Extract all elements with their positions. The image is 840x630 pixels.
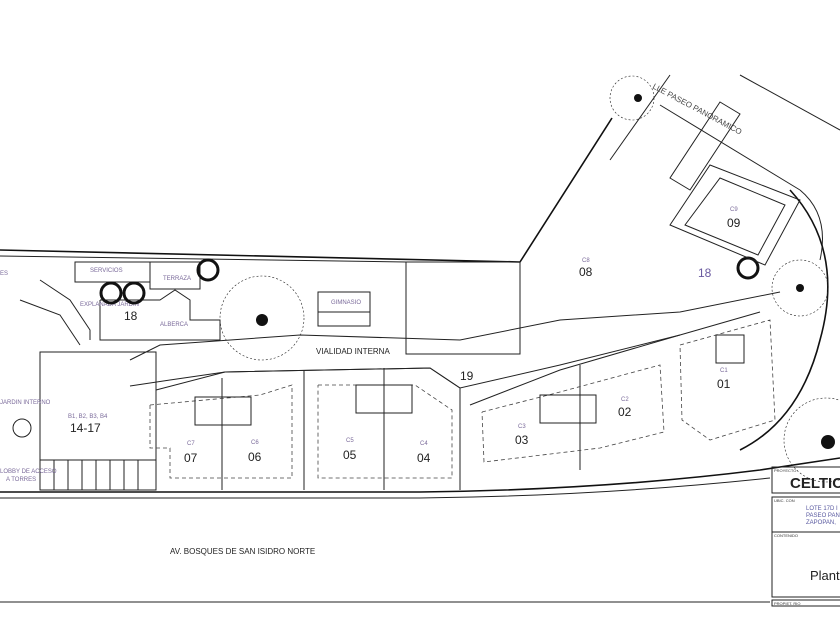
alberca-label: ALBERCA <box>160 322 188 328</box>
lot-number: 03 <box>515 433 529 447</box>
location-label: UBIC. CON <box>774 498 795 503</box>
lot-labels: C7 07 C6 06 C5 05 C4 04 C3 03 C2 02 C1 0… <box>184 207 741 465</box>
lot-code: C5 <box>346 438 354 444</box>
area-number-14-17: 14-17 <box>70 421 101 435</box>
lot-code: C9 <box>730 207 738 213</box>
address-line-1: LOTE 17D I <box>806 506 838 512</box>
project-name: CELTICA <box>790 475 840 492</box>
lot-number: 08 <box>579 265 593 279</box>
content-value: Plant <box>810 568 840 583</box>
internal-road-label: VIALIDAD INTERNA <box>316 347 390 356</box>
tree-icons <box>99 75 840 483</box>
internal-road: VIALIDAD INTERNA 19 <box>129 291 781 389</box>
area-number-19: 19 <box>460 369 474 383</box>
lot-code: C4 <box>420 441 428 447</box>
es-label: ES <box>0 271 8 277</box>
avenue-road: AV. BOSQUES DE SAN ISIDRO NORTE <box>0 457 840 603</box>
b-units-label: B1, B2, B3, B4 <box>68 414 108 420</box>
lot-code: C3 <box>518 424 526 430</box>
lot-code: C1 <box>720 368 728 374</box>
owner-label: PROPIET. RIO <box>774 601 800 606</box>
servicios-label: SERVICIOS <box>90 268 123 274</box>
address-line-3: ZAPOPAN, <box>806 520 836 526</box>
area-number-18b: 18 <box>698 266 712 280</box>
gimnasio-label: GIMNASIO <box>331 300 361 306</box>
avenue-label: AV. BOSQUES DE SAN ISIDRO NORTE <box>170 547 315 556</box>
jardin-interno-label: JARDIN INTERNO <box>0 400 51 406</box>
lot-code: C6 <box>251 440 259 446</box>
lot-code: C2 <box>621 397 629 403</box>
explanada-label: EXPLANADA JARDIN <box>80 302 139 308</box>
content-label: CONTENIDO <box>774 533 798 538</box>
lot-number: 07 <box>184 451 198 465</box>
tower-block-14-17: B1, B2, B3, B4 14-17 JARDIN INTERNO LOBB… <box>0 351 157 491</box>
lot-number: 04 <box>417 451 431 465</box>
lot-code: C8 <box>582 258 590 264</box>
c9-building <box>669 164 801 266</box>
lot-code: C7 <box>187 441 195 447</box>
amenities-block: ES SERVICIOS TERRAZA EXPLANADA JARDIN 18… <box>0 261 521 355</box>
lots-row-east <box>469 319 776 470</box>
project-label: PROYECTO <box>774 468 796 473</box>
terraza-label: TERRAZA <box>163 276 191 282</box>
lobby-label-1: LOBBY DE ACCESO <box>0 469 57 475</box>
paseo-panoramico-label: LLE PASEO PANORAMICO <box>651 82 743 137</box>
lot-number: 05 <box>343 448 357 462</box>
lot-number: 02 <box>618 405 632 419</box>
address-line-2: PASEO PAN <box>806 513 840 519</box>
lot-number: 09 <box>727 216 741 230</box>
lot-number: 01 <box>717 377 731 391</box>
area-number-18: 18 <box>124 309 138 323</box>
lot-number: 06 <box>248 450 262 464</box>
title-block: PROYECTO CELTICA UBIC. CON LOTE 17D I PA… <box>771 466 840 607</box>
lobby-label-2: A TORRES <box>6 477 36 483</box>
lots-row-west <box>149 367 461 490</box>
